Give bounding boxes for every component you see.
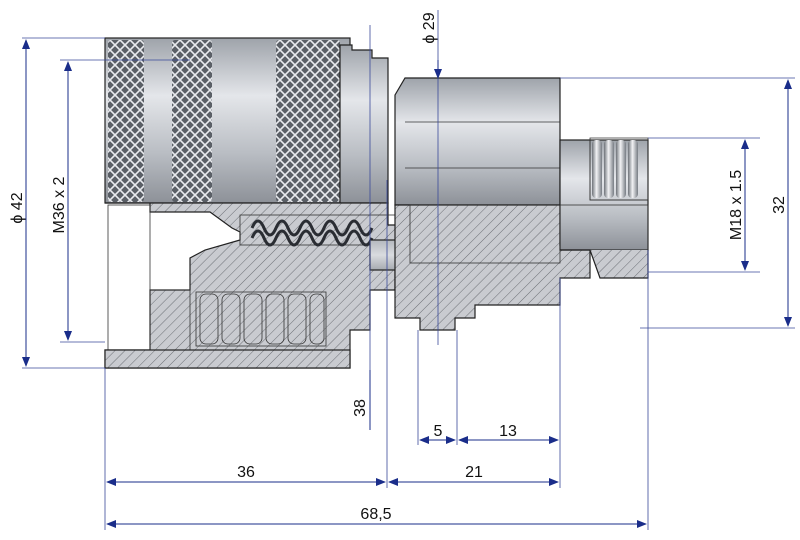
dimension-outer-diameter: ϕ 42 <box>9 39 30 367</box>
label-hex-size: 32 <box>771 196 788 214</box>
dimension-nipple-length: 21 <box>388 464 559 486</box>
roller-row <box>195 291 327 347</box>
dimension-female-thread: M36 x 2 <box>51 61 72 341</box>
knurl-band-1 <box>108 40 144 202</box>
dimension-body-length: 36 <box>106 464 386 486</box>
label-sleeve-step: 38 <box>352 399 369 417</box>
construction-lines <box>22 10 795 530</box>
nipple <box>394 77 649 331</box>
label-male-thread: M18 x 1.5 <box>728 170 745 240</box>
label-female-thread: M36 x 2 <box>51 176 68 233</box>
dimension-sleeve-step: 38 <box>352 370 371 430</box>
label-body-length: 36 <box>237 464 255 481</box>
label-nut-diameter: ϕ 29 <box>421 12 438 43</box>
dimension-male-thread: M18 x 1.5 <box>728 139 749 271</box>
dimension-groove-width: 5 <box>419 423 456 444</box>
label-outer-diameter: ϕ 42 <box>9 192 26 223</box>
male-thread <box>589 137 649 201</box>
dimension-stem-length: 13 <box>458 423 559 444</box>
knurl-band-2 <box>172 40 212 202</box>
dimension-hex-size: 32 <box>771 79 792 327</box>
label-groove-width: 5 <box>434 423 443 440</box>
coupling-body <box>104 37 411 369</box>
label-stem-length: 13 <box>499 423 517 440</box>
dimension-overall-length: 68,5 <box>106 506 647 528</box>
label-nipple-length: 21 <box>465 464 483 481</box>
label-overall-length: 68,5 <box>360 506 391 523</box>
knurl-band-3 <box>276 40 340 202</box>
dimension-nut-diameter: ϕ 29 <box>421 12 442 79</box>
